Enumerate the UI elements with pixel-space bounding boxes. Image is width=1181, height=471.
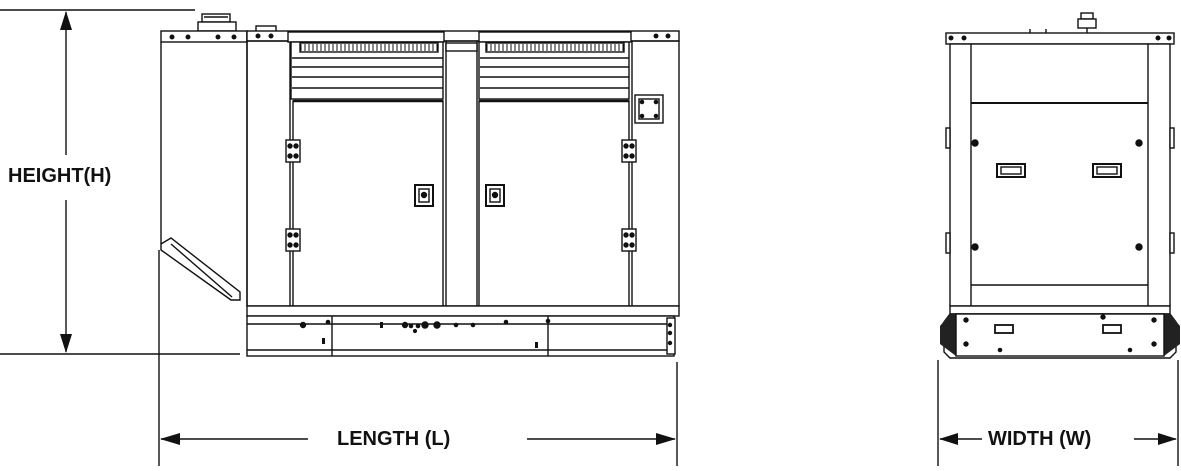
length-label: LENGTH (L) — [337, 428, 451, 450]
width-arrow-right — [1158, 433, 1177, 445]
side-door-right — [478, 100, 630, 307]
generator-end-view — [940, 12, 1180, 359]
length-arrow-right — [656, 433, 676, 445]
end-enclosure-body — [949, 43, 1171, 307]
louver-left — [287, 31, 445, 100]
door-hinges — [285, 139, 637, 252]
height-arrow-up — [60, 11, 72, 30]
height-label: HEIGHT(H) — [8, 165, 112, 187]
side-base-frame — [246, 305, 680, 357]
end-base-frame — [940, 305, 1180, 359]
end-panel-handles — [996, 163, 1122, 178]
end-top-rail — [945, 32, 1175, 45]
exhaust-cap — [197, 13, 237, 32]
length-arrow-left — [160, 433, 180, 445]
louver-fins — [300, 44, 624, 51]
width-dimension — [937, 360, 1179, 466]
height-arrow-down — [60, 334, 72, 353]
generator-side-view — [160, 13, 680, 357]
length-dimension — [158, 250, 678, 466]
side-left-box — [160, 30, 248, 306]
end-view-exhaust — [1077, 12, 1097, 34]
door-handles — [414, 184, 505, 207]
width-label: WIDTH (W) — [988, 428, 1092, 450]
control-panel-plate — [634, 94, 664, 124]
width-arrow-left — [939, 433, 958, 445]
height-dimension — [0, 9, 240, 355]
louver-right — [478, 31, 632, 100]
